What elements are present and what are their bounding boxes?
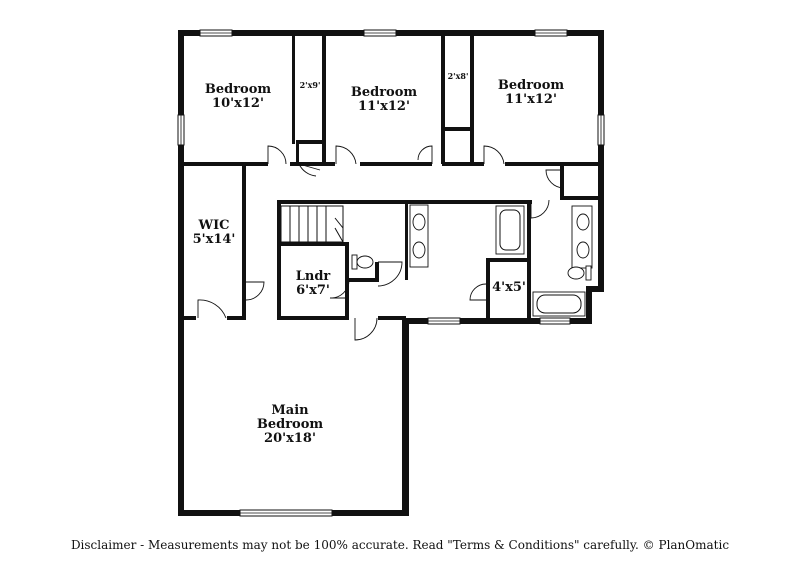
closet3-size: 4'x5' bbox=[492, 280, 526, 295]
wic-size: 5'x14' bbox=[193, 232, 236, 247]
laundry-name: Lndr bbox=[296, 269, 331, 284]
fixtures bbox=[351, 204, 593, 317]
stairs bbox=[280, 205, 344, 243]
disclaimer-text: Disclaimer - Measurements may not be 100… bbox=[70, 538, 730, 552]
main-bedroom-size: 20'x18' bbox=[264, 431, 316, 446]
room-labels: Bedroom 10'x12' 2'x9' Bedroom 11'x12' 2'… bbox=[193, 71, 565, 446]
closet2-size: 2'x8' bbox=[448, 71, 469, 81]
bedroom2-size: 11'x12' bbox=[358, 99, 410, 114]
closet1-size: 2'x9' bbox=[300, 80, 321, 90]
bedroom1-size: 10'x12' bbox=[212, 96, 264, 111]
doors bbox=[197, 145, 565, 341]
main-bedroom-name: Main bbox=[271, 403, 309, 418]
windows bbox=[177, 29, 605, 517]
bedroom2-name: Bedroom bbox=[351, 85, 418, 100]
laundry-size: 6'x7' bbox=[296, 283, 330, 298]
main-bedroom-name2: Bedroom bbox=[257, 417, 324, 432]
bedroom3-size: 11'x12' bbox=[505, 92, 557, 107]
interior-walls bbox=[178, 36, 602, 320]
bedroom3-name: Bedroom bbox=[498, 78, 565, 93]
bedroom1-name: Bedroom bbox=[205, 82, 272, 97]
wic-name: WIC bbox=[197, 218, 229, 233]
